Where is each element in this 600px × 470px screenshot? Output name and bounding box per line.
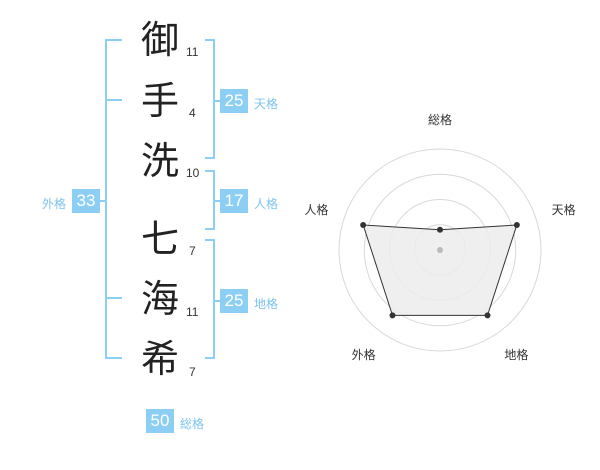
radar-grid-ring [363,173,517,327]
radar-data-point [484,312,491,319]
radar-data-point [437,226,443,233]
chikaku-bracket [205,239,215,359]
stroke-count: 7 [189,365,196,379]
jinkaku-label: 人格 [254,197,279,211]
name-char: 手 [140,79,179,123]
radar-grid-ring [338,148,542,352]
jinkaku-value: 17 [220,189,248,213]
radar-data-point [513,222,520,229]
bracket-lines [98,39,220,359]
soukaku-label: 総格 [180,417,205,431]
gaikaku-value: 33 [72,189,100,213]
name-char: 希 [140,337,179,381]
name-char: 洗 [140,139,179,183]
stroke-count: 10 [186,166,200,180]
tenkaku-value: 25 [220,89,248,113]
stroke-count: 11 [186,305,199,319]
radar-axis-label: 外格 [352,347,376,362]
name-char: 海 [140,277,179,321]
radar-axis-label: 天格 [552,202,576,217]
stroke-count: 7 [189,244,196,258]
radar-axis-label: 人格 [304,202,328,217]
radar-data-area [362,224,518,316]
name-char: 七 [140,217,179,261]
radar-data-point [360,222,367,229]
stroke-count: 4 [189,106,196,120]
stroke-count: 11 [186,45,199,59]
gaikaku-bracket [105,39,122,359]
jinkaku-bracket [205,170,215,230]
tenkaku-bracket [205,39,215,159]
tenkaku-label: 天格 [254,97,279,111]
radar-data-point [389,312,396,319]
chikaku-label: 地格 [254,297,279,311]
radar-axis-label: 総格 [428,112,452,127]
name-char: 御 [140,18,179,62]
radar-center-point [437,247,443,253]
radar-axis-label: 地格 [504,347,528,362]
chikaku-value: 25 [220,289,248,313]
gaikaku-label: 外格 [42,197,67,211]
soukaku-value: 50 [146,409,174,433]
